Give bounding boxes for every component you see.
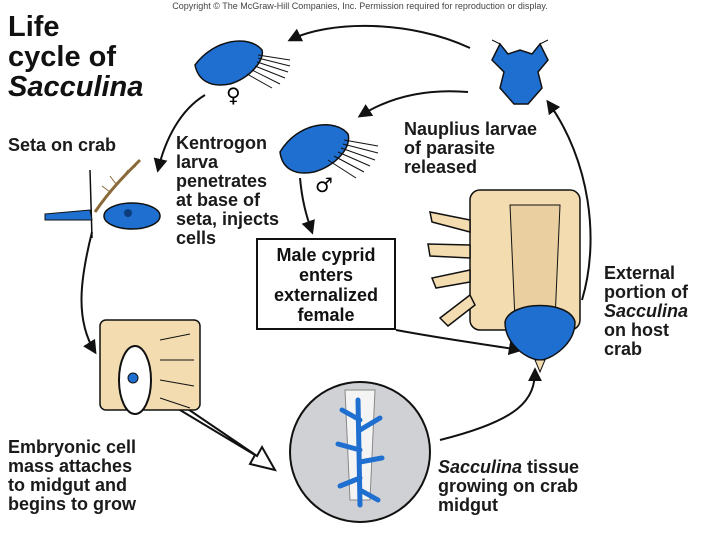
male-cyprid-line: female: [258, 305, 394, 325]
external-line: crab: [604, 340, 688, 359]
male-cyprid-line: Male cyprid: [258, 245, 394, 265]
embryonic-line: to midgut and: [8, 476, 136, 495]
tissue-label: Sacculina tissue growing on crab midgut: [438, 458, 579, 515]
tissue-line: midgut: [438, 496, 579, 515]
embryonic-label: Embryonic cell mass attaches to midgut a…: [8, 438, 136, 514]
female-cyprid-larva: [195, 41, 290, 88]
arrow-nauplius-to-female-cyprid: [290, 26, 470, 48]
external-line: External: [604, 264, 688, 283]
external-portion-label: External portion of Sacculina on host cr…: [604, 264, 688, 359]
nauplius-line: Nauplius larvae: [404, 120, 537, 139]
male-cyprid-larva: [280, 125, 378, 178]
kentrogon-label: Kentrogon larva penetrates at base of se…: [176, 134, 279, 248]
arrow-nauplius-to-male-cyprid: [360, 91, 468, 116]
arrow-seta-to-embryonic: [81, 232, 95, 352]
host-crab-with-external-sacculina: [428, 190, 580, 372]
nauplius-larva: [492, 40, 548, 104]
embryonic-line: begins to grow: [8, 495, 136, 514]
external-line: Sacculina: [604, 302, 688, 321]
male-symbol: ♂: [315, 173, 333, 197]
nauplius-line: of parasite: [404, 139, 537, 158]
female-symbol: ♀: [226, 83, 241, 107]
male-cyprid-line: enters: [258, 265, 394, 285]
kentrogon-line: larva: [176, 153, 279, 172]
kentrogon-line: seta, injects: [176, 210, 279, 229]
tissue-genus: Sacculina: [438, 457, 522, 477]
male-cyprid-line: externalized: [258, 285, 394, 305]
seta-on-crab-label: Seta on crab: [8, 136, 116, 155]
arrow-tissue-to-external: [440, 370, 535, 440]
embryonic-line: Embryonic cell: [8, 438, 136, 457]
embryonic-line: mass attaches: [8, 457, 136, 476]
seta-with-kentrogon: [45, 160, 160, 238]
crab-with-embryonic-mass: [100, 320, 200, 414]
male-cyprid-box: Male cyprid enters externalized female: [256, 238, 396, 330]
external-line: on host: [604, 321, 688, 340]
kentrogon-line: Kentrogon: [176, 134, 279, 153]
kentrogon-line: penetrates: [176, 172, 279, 191]
kentrogon-line: at base of: [176, 191, 279, 210]
arrow-box-to-sacculina: [396, 330, 520, 350]
arrow-male-to-box: [300, 178, 312, 232]
tissue-word: tissue: [522, 457, 579, 477]
tissue-line: growing on crab: [438, 477, 579, 496]
tissue-line: Sacculina tissue: [438, 458, 579, 477]
nauplius-line: released: [404, 158, 537, 177]
external-line: portion of: [604, 283, 688, 302]
nauplius-label: Nauplius larvae of parasite released: [404, 120, 537, 177]
midgut-with-sacculina-tissue: [290, 382, 430, 522]
